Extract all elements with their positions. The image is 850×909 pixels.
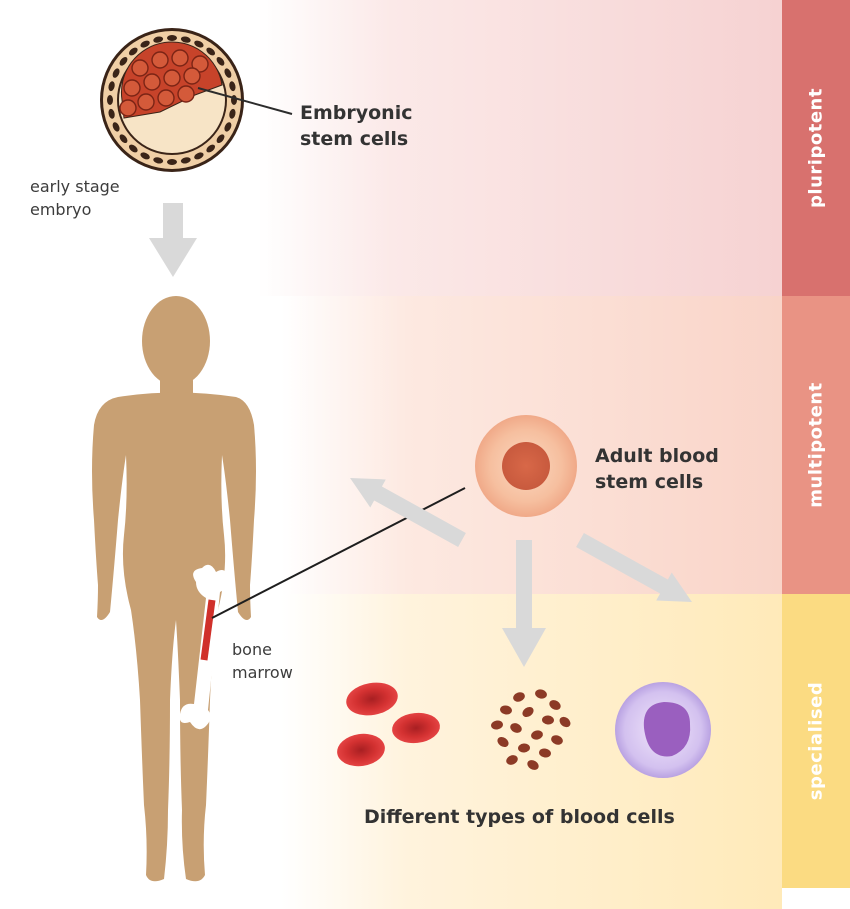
embryo-wall-cell (229, 81, 236, 92)
platelet (510, 723, 522, 733)
embryo-wall-cell (167, 159, 177, 165)
red-blood-cell-icon (337, 682, 440, 767)
embryonic-line1: Embryonic (300, 102, 413, 124)
arrow-down-icon (350, 477, 466, 547)
embryo-wall-cell (194, 40, 204, 48)
early-line2: embryo (30, 200, 92, 219)
arrow-down-icon (149, 203, 197, 277)
platelet-icon (491, 689, 571, 770)
pluripotent-tab: pluripotent (782, 0, 850, 296)
platelet (551, 735, 563, 745)
embryo-wall-cell (153, 36, 164, 43)
platelet (559, 716, 571, 728)
embryo-wall-cell (180, 157, 191, 164)
embryonic-stem-cell (137, 93, 155, 111)
embryonic-stem-cell (191, 55, 209, 73)
platelet (513, 692, 525, 702)
arrow-group (350, 477, 692, 667)
white-blood-cell-icon (615, 682, 711, 778)
platelet (531, 730, 543, 740)
platelet (506, 755, 518, 765)
adult-line2: stem cells (595, 471, 704, 493)
embryo-wall-cell (108, 81, 115, 92)
platelet (527, 760, 539, 770)
multipotent-tab: multipotent (782, 296, 850, 594)
platelet (491, 720, 503, 730)
embryonic-stem-cell (131, 59, 149, 77)
bone-line1: bone (232, 640, 272, 659)
embryo-wall-cell (128, 144, 138, 153)
platelet (539, 748, 551, 758)
embryo-wall-cell (140, 152, 150, 160)
adult-line1: Adult blood (595, 445, 719, 467)
embryo-wall-cell (216, 134, 225, 144)
platelet (518, 743, 530, 753)
adult-blood-stem-cells-label: Adult blood stem cells (595, 443, 719, 495)
stem-cell-icon (475, 415, 577, 517)
embryo-wall-cell (224, 68, 232, 78)
blood-cell-types-label: Different types of blood cells (364, 806, 675, 828)
embryonic-stem-cell (163, 69, 181, 87)
embryo-wall-cell (112, 68, 120, 78)
embryonic-stem-cell (119, 99, 137, 117)
platelet (497, 736, 509, 748)
platelet (535, 689, 547, 699)
embryonic-stem-cell (157, 89, 175, 107)
embryo-wall-cell (206, 144, 216, 153)
embryonic-stem-cell (183, 67, 201, 85)
embryonic-stem-cell (123, 79, 141, 97)
arrow-down-icon (576, 533, 692, 603)
embryonic-stem-cell (177, 85, 195, 103)
embryonic-stem-cell (171, 49, 189, 67)
bone-icon (179, 564, 228, 730)
embryo-wall-cell (153, 157, 164, 164)
early-line1: early stage (30, 177, 120, 196)
platelet (522, 706, 534, 718)
bone-line2: marrow (232, 663, 293, 682)
embryonic-stem-cells-label: Embryonic stem cells (300, 100, 413, 152)
arrow-down-icon (502, 540, 546, 667)
specialised-tab: specialised (782, 594, 850, 888)
embryo-wall-cell (119, 134, 128, 144)
embryo-wall-cell (112, 122, 120, 132)
embryo-wall-cell (224, 122, 232, 132)
platelet (549, 700, 561, 710)
embryo-wall-cell (206, 47, 216, 56)
embryo-wall-cell (140, 40, 150, 48)
embryo-wall-cell (119, 56, 128, 66)
embryonic-stem-cell (143, 73, 161, 91)
embryo-icon (100, 28, 293, 172)
platelet (500, 705, 512, 715)
human-figure-icon (92, 296, 256, 882)
early-stage-embryo-label: early stage embryo (30, 175, 120, 221)
embryonic-stem-cell (151, 51, 169, 69)
embryo-wall-cell (128, 47, 138, 56)
embryo-wall-cell (216, 56, 225, 66)
bone-marrow-label: bone marrow (232, 638, 293, 684)
embryo-wall-cell (229, 108, 236, 119)
embryo-wall-cell (108, 108, 115, 119)
embryo-wall-cell (107, 95, 113, 105)
embryo-wall-cell (180, 36, 191, 43)
embryo-wall-cell (194, 152, 204, 160)
embryonic-line2: stem cells (300, 128, 409, 150)
embryo-wall-cell (167, 35, 177, 41)
platelet (542, 715, 554, 725)
